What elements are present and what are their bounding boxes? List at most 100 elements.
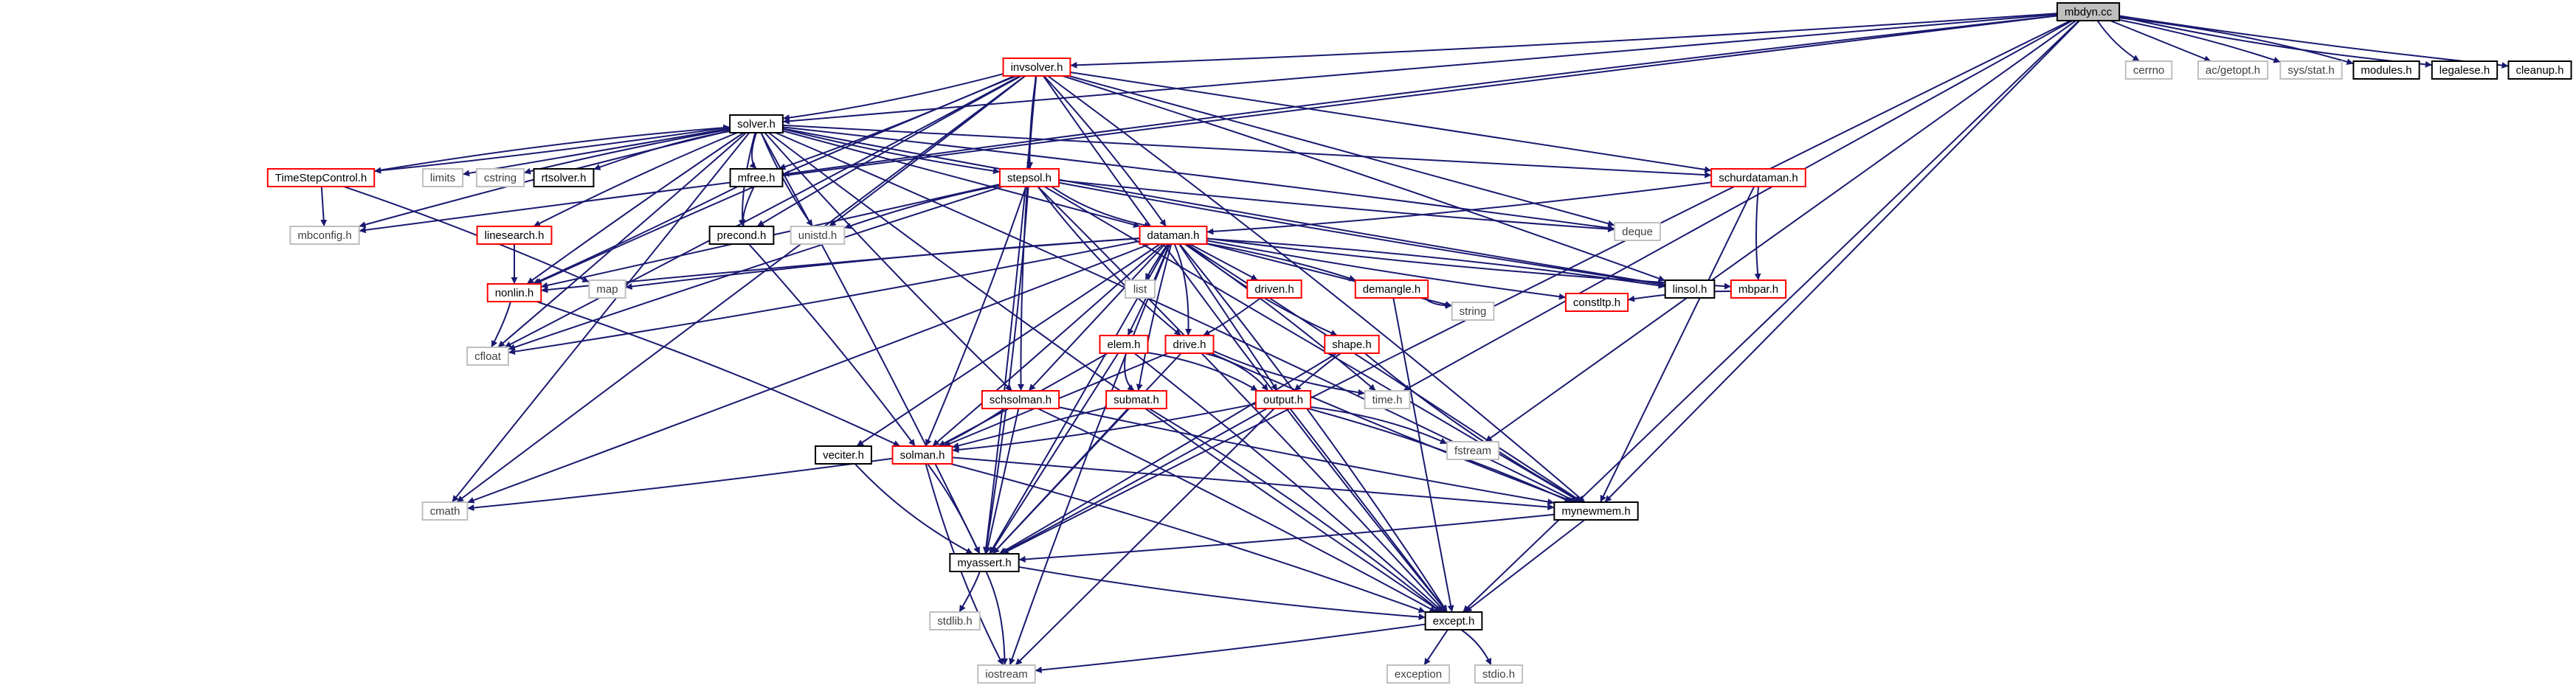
- node-driven[interactable]: driven.h: [1246, 279, 1302, 299]
- node-string[interactable]: string: [1451, 302, 1495, 321]
- node-modules[interactable]: modules.h: [2352, 60, 2420, 80]
- node-box: [1354, 279, 1429, 299]
- node-box: [2197, 60, 2269, 80]
- edge-output-to-mynewmem: [1308, 408, 1572, 503]
- node-label: solman.h: [900, 449, 945, 462]
- node-box: [266, 168, 376, 187]
- node-label: stdlib.h: [937, 615, 973, 628]
- node-list[interactable]: list: [1125, 279, 1156, 299]
- node-cleanup[interactable]: cleanup.h: [2507, 60, 2572, 80]
- node-fstream[interactable]: fstream: [1446, 441, 1500, 460]
- node-nonlin[interactable]: nonlin.h: [486, 283, 542, 302]
- edge-output-to-iostream: [1015, 408, 1275, 666]
- node-box: [1254, 390, 1312, 409]
- edge-stepsol-to-dataman: [1051, 186, 1152, 229]
- edge-mbdyn-to-mynewmem: [1604, 20, 2080, 503]
- node-linesearch[interactable]: linesearch.h: [476, 226, 553, 245]
- node-schurdataman[interactable]: schurdataman.h: [1710, 168, 1806, 187]
- edge-solver-to-nonlin: [526, 132, 745, 285]
- node-mfree[interactable]: mfree.h: [729, 168, 784, 187]
- edge-invsolver-to-cfloat: [504, 75, 1021, 348]
- edge-invsolver-to-mynewmem: [1047, 75, 1586, 503]
- node-exception[interactable]: exception: [1386, 664, 1451, 684]
- node-box: [1125, 279, 1156, 299]
- node-solman[interactable]: solman.h: [891, 445, 953, 465]
- node-output[interactable]: output.h: [1254, 390, 1312, 409]
- node-stdlib[interactable]: stdlib.h: [929, 611, 981, 630]
- node-timeh[interactable]: time.h: [1364, 390, 1411, 409]
- node-constltp[interactable]: constltp.h: [1564, 293, 1629, 312]
- node-map[interactable]: map: [588, 279, 626, 299]
- node-cerrno[interactable]: cerrno: [2124, 60, 2173, 80]
- node-acgetopt[interactable]: ac/getopt.h: [2197, 60, 2269, 80]
- node-demangle[interactable]: demangle.h: [1354, 279, 1429, 299]
- node-label: except.h: [1433, 615, 1475, 628]
- node-legalese[interactable]: legalese.h: [2431, 60, 2499, 80]
- node-layer: mbdyn.cc invsolver.h cerrno ac/getopt.h sys/…: [266, 2, 2572, 684]
- node-label: map: [596, 283, 618, 296]
- node-label: invsolver.h: [1011, 61, 1063, 74]
- node-label: constltp.h: [1573, 296, 1620, 309]
- edge-solman-to-except: [950, 463, 1426, 614]
- node-except[interactable]: except.h: [1424, 611, 1483, 630]
- node-schsolman[interactable]: schsolman.h: [981, 390, 1060, 409]
- node-mynewmem[interactable]: mynewmem.h: [1553, 501, 1639, 521]
- node-precond[interactable]: precond.h: [708, 226, 775, 245]
- edge-dataman-to-mynewmem: [1186, 243, 1584, 503]
- node-label: exception: [1395, 668, 1442, 681]
- node-stepsol[interactable]: stepsol.h: [998, 168, 1060, 187]
- node-box: [929, 611, 981, 630]
- edge-dataman-to-veciter: [856, 243, 1161, 447]
- node-solver[interactable]: solver.h: [729, 114, 784, 133]
- edge-dataman-to-mbpar: [1206, 237, 1731, 290]
- edge-dataman-to-driven: [1189, 243, 1258, 281]
- node-box: [815, 445, 872, 465]
- node-elem[interactable]: elem.h: [1099, 335, 1149, 354]
- edge-output-to-solman: [952, 403, 1257, 454]
- node-stdio[interactable]: stdio.h: [1474, 664, 1524, 684]
- node-dataman[interactable]: dataman.h: [1139, 226, 1208, 245]
- node-drive[interactable]: drive.h: [1164, 335, 1215, 354]
- edge-except-to-stdio: [1460, 629, 1492, 666]
- node-sysstat[interactable]: sys/stat.h: [2279, 60, 2343, 80]
- node-mbdyn[interactable]: mbdyn.cc: [2056, 2, 2121, 21]
- edge-solman-to-mynewmem: [952, 456, 1555, 511]
- edge-solver-to-timestep: [374, 126, 731, 174]
- edge-invsolver-to-mfree: [778, 75, 1015, 170]
- node-invsolver[interactable]: invsolver.h: [1002, 58, 1071, 77]
- node-shape[interactable]: shape.h: [1324, 335, 1380, 354]
- node-veciter[interactable]: veciter.h: [815, 445, 872, 465]
- node-cfloat[interactable]: cfloat: [466, 347, 509, 366]
- node-label: stdio.h: [1482, 668, 1515, 681]
- node-linsol[interactable]: linsol.h: [1664, 279, 1716, 299]
- node-timestep[interactable]: TimeStepControl.h: [266, 168, 376, 187]
- edge-dataman-to-submat: [1136, 243, 1173, 392]
- node-cstring[interactable]: cstring: [475, 168, 525, 187]
- node-label: time.h: [1372, 394, 1403, 406]
- node-label: schurdataman.h: [1719, 172, 1798, 184]
- node-limits[interactable]: limits: [421, 168, 464, 187]
- edge-invsolver-to-myassert: [982, 75, 1037, 555]
- node-mbconfig[interactable]: mbconfig.h: [289, 226, 360, 245]
- node-box: [977, 664, 1036, 684]
- node-mbpar[interactable]: mbpar.h: [1730, 279, 1787, 299]
- node-unistd[interactable]: unistd.h: [790, 226, 846, 245]
- node-box: [1164, 335, 1215, 354]
- node-label: unistd.h: [798, 229, 838, 242]
- node-label: myassert.h: [957, 557, 1011, 569]
- edge-output-to-fstream: [1310, 406, 1448, 445]
- node-cmath[interactable]: cmath: [421, 501, 469, 521]
- node-box: [1553, 501, 1639, 521]
- edge-dataman-to-drive: [1173, 243, 1192, 336]
- edge-stepsol-to-mynewmem: [1043, 186, 1582, 503]
- node-label: submat.h: [1113, 394, 1159, 406]
- node-submat[interactable]: submat.h: [1105, 390, 1167, 409]
- node-deque[interactable]: deque: [1614, 222, 1661, 241]
- node-label: legalese.h: [2439, 64, 2490, 77]
- node-box: [729, 168, 784, 187]
- node-myassert[interactable]: myassert.h: [949, 553, 1020, 572]
- node-rtsolver[interactable]: rtsolver.h: [533, 168, 595, 187]
- node-label: mfree.h: [738, 172, 776, 184]
- edge-mbdyn-to-timeh: [1403, 20, 2073, 392]
- node-iostream[interactable]: iostream: [977, 664, 1036, 684]
